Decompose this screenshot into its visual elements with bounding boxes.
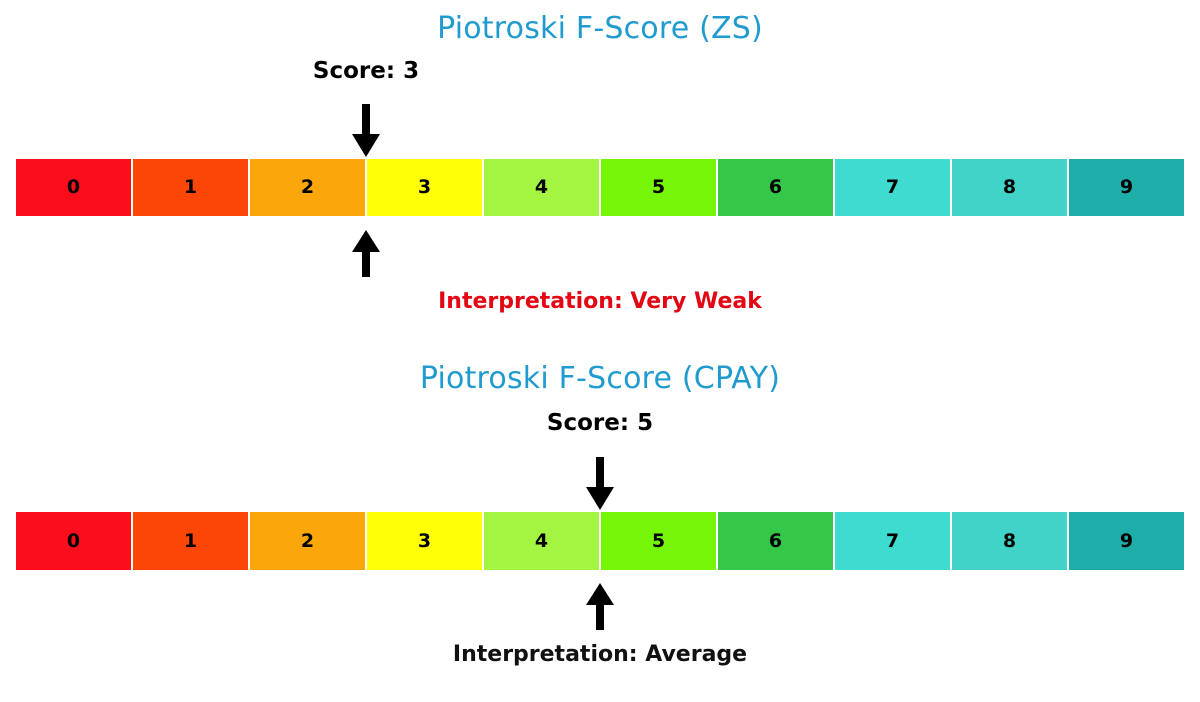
gauge-cpay: Piotroski F-Score (CPAY) Score: 5 0 1 2 … — [0, 352, 1200, 702]
scale-segment-4[interactable]: 4 — [483, 511, 600, 571]
scale-segment-1[interactable]: 1 — [132, 158, 249, 217]
scale-segment-7[interactable]: 7 — [834, 158, 951, 217]
scale-segment-6[interactable]: 6 — [717, 511, 834, 571]
scale-segment-label: 9 — [1119, 176, 1134, 198]
scale-segment-9[interactable]: 9 — [1068, 158, 1185, 217]
interpretation-text-zs: Interpretation: Very Weak — [438, 289, 762, 314]
scale-segment-7[interactable]: 7 — [834, 511, 951, 571]
scale-segment-label: 6 — [768, 529, 783, 552]
scale-segment-label: 1 — [183, 529, 198, 552]
scale-segment-2[interactable]: 2 — [249, 511, 366, 571]
scale-segment-1[interactable]: 1 — [132, 511, 249, 571]
scale-segment-label: 0 — [66, 176, 81, 198]
scale-segment-9[interactable]: 9 — [1068, 511, 1185, 571]
scale-segment-6[interactable]: 6 — [717, 158, 834, 217]
scale-segment-5[interactable]: 5 — [600, 158, 717, 217]
scale-segment-label: 2 — [300, 529, 315, 552]
scale-segment-label: 8 — [1002, 176, 1017, 198]
gauge-zs: Piotroski F-Score (ZS) Score: 3 0 1 2 3 … — [0, 0, 1200, 340]
scale-segment-label: 7 — [885, 176, 900, 198]
scale-segment-label: 3 — [417, 529, 432, 552]
scale-segment-label: 9 — [1119, 529, 1134, 552]
gauge-title-zs: Piotroski F-Score (ZS) — [437, 11, 763, 46]
scale-segment-3[interactable]: 3 — [366, 158, 483, 217]
score-pointer-down-arrow-cpay — [583, 457, 617, 515]
score-label-cpay: Score: 5 — [546, 410, 654, 436]
interpretation-text-cpay: Interpretation: Average — [452, 642, 748, 667]
scale-segment-label: 3 — [417, 176, 432, 198]
score-pointer-up-arrow-cpay — [583, 583, 617, 635]
scale-segment-label: 6 — [768, 176, 783, 198]
scale-segment-label: 1 — [183, 176, 198, 198]
scale-segment-0[interactable]: 0 — [15, 511, 132, 571]
scale-segment-3[interactable]: 3 — [366, 511, 483, 571]
scale-segment-8[interactable]: 8 — [951, 511, 1068, 571]
scale-segment-label: 8 — [1002, 529, 1017, 552]
scale-segment-label: 4 — [534, 529, 549, 552]
score-scale-bar-cpay: 0 1 2 3 4 5 6 7 8 9 — [15, 511, 1185, 571]
scale-segment-2[interactable]: 2 — [249, 158, 366, 217]
score-label-zs: Score: 3 — [312, 58, 420, 84]
scale-segment-0[interactable]: 0 — [15, 158, 132, 217]
scale-segment-label: 4 — [534, 176, 549, 198]
scale-segment-8[interactable]: 8 — [951, 158, 1068, 217]
score-scale-bar-zs: 0 1 2 3 4 5 6 7 8 9 — [15, 158, 1185, 217]
scale-segment-label: 0 — [66, 529, 81, 552]
scale-segment-label: 7 — [885, 529, 900, 552]
score-pointer-up-arrow-zs — [349, 230, 383, 282]
scale-segment-4[interactable]: 4 — [483, 158, 600, 217]
scale-segment-label: 2 — [300, 176, 315, 198]
scale-segment-label: 5 — [651, 176, 666, 198]
scale-segment-label: 5 — [651, 529, 666, 552]
gauge-title-cpay: Piotroski F-Score (CPAY) — [419, 361, 781, 396]
scale-segment-5[interactable]: 5 — [600, 511, 717, 571]
score-pointer-down-arrow-zs — [349, 104, 383, 162]
